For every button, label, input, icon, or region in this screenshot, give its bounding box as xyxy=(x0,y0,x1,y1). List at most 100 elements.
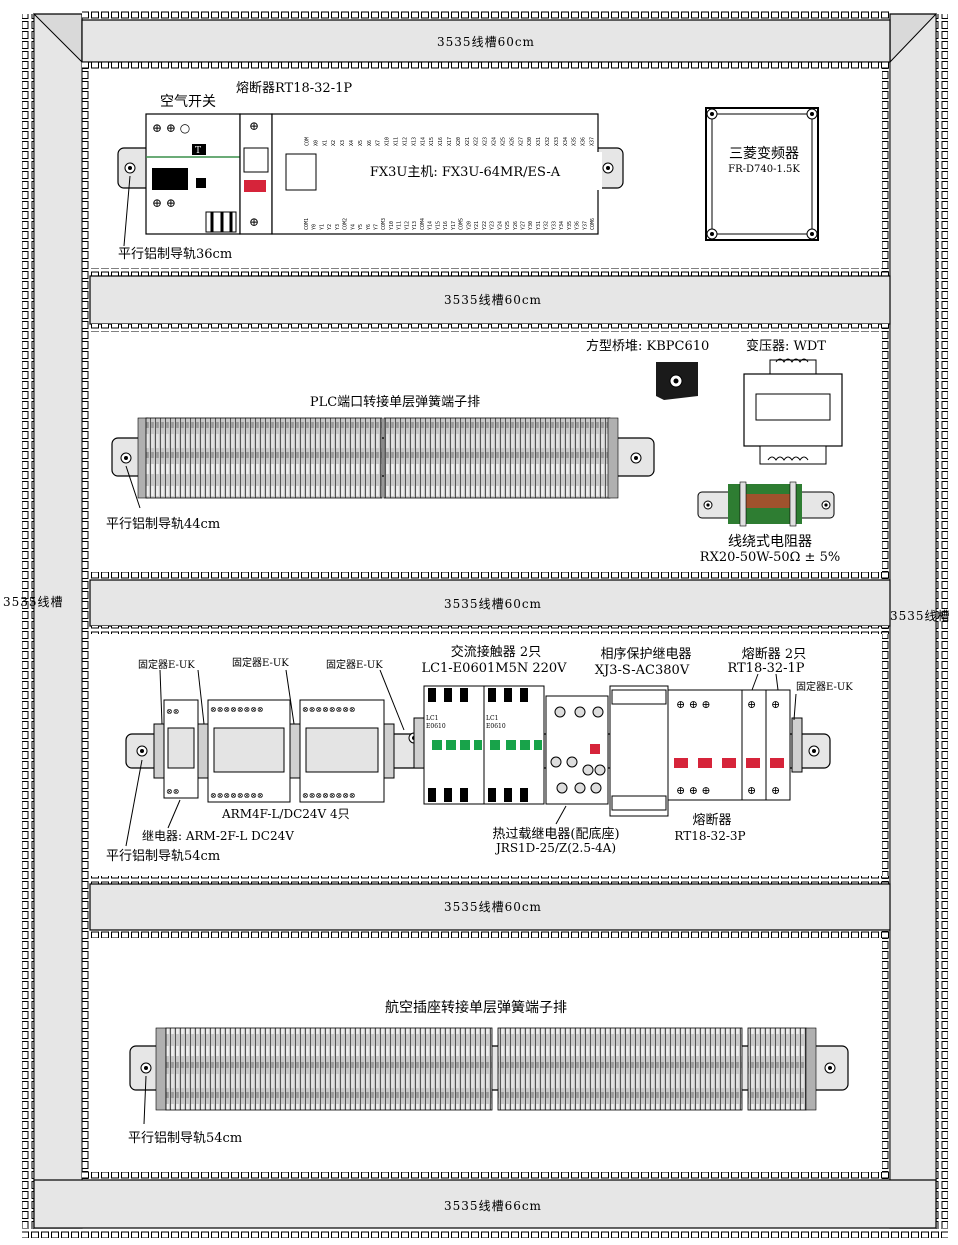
inverter-box xyxy=(705,107,819,241)
plc-terminal-block-label: PLC端口转接单层弹簧端子排 xyxy=(310,394,480,410)
left-duct-label: 3535线槽 xyxy=(3,595,64,609)
fixer-label-2: 固定器E-UK xyxy=(232,656,289,669)
svg-text:⊕: ⊕ xyxy=(771,698,780,711)
plc-terminal-label: Y14 xyxy=(428,221,434,230)
plc-terminal-label: Y10 xyxy=(389,221,395,230)
plc-terminal-label: X25 xyxy=(500,137,506,146)
fuse3-model: RT18-32-3P xyxy=(674,829,745,843)
plc-terminal-label: X21 xyxy=(465,137,471,146)
air-switch: ⊕ ⊕ ○ T ⊕ ⊕ xyxy=(145,113,241,235)
bottom-duct-label: 3535线槽66cm xyxy=(444,1199,542,1213)
second-duct-label: 3535线槽60cm xyxy=(444,293,542,307)
inverter-title: 三菱变频器 xyxy=(729,146,799,162)
plc-terminal-label: X35 xyxy=(572,137,578,146)
svg-text:⊕ ⊕ ⊕: ⊕ ⊕ ⊕ xyxy=(676,698,711,711)
plc-terminal-label: X24 xyxy=(492,137,498,146)
bridge-rectifier xyxy=(656,362,698,400)
plc-terminal-label: X0 xyxy=(313,140,319,146)
plc-terminal-label: X6 xyxy=(367,140,373,146)
plc-terminal-label: X5 xyxy=(358,140,364,146)
fuse3-title: 熔断器 xyxy=(692,813,731,828)
third-wire-duct: 3535线槽60cm xyxy=(89,572,891,634)
svg-text:⊗⊗: ⊗⊗ xyxy=(166,707,179,716)
plc-terminal-label: COM5 xyxy=(459,218,465,230)
svg-text:⊕ ⊕: ⊕ ⊕ xyxy=(152,196,176,210)
plc-terminal-label: X14 xyxy=(420,137,426,146)
plc-terminal-label: X34 xyxy=(563,137,569,146)
row3-rail-label: 平行铝制导轨54cm xyxy=(106,849,220,864)
svg-text:⊕ ⊕ ○: ⊕ ⊕ ○ xyxy=(152,121,190,135)
plc-terminal-label: X27 xyxy=(518,137,524,146)
row1-rail-label: 平行铝制导轨36cm xyxy=(118,247,232,262)
plc-terminal-label: X12 xyxy=(402,137,408,146)
relay4-label: ARM4F-L/DC24V 4只 xyxy=(221,807,350,821)
resistor-name: 线绕式电阻器 xyxy=(728,534,812,550)
phase-relay-title: 相序保护继电器 xyxy=(600,647,691,662)
plc-terminal-label: Y16 xyxy=(443,221,449,230)
aviation-terminal-label: 航空插座转接单层弹簧端子排 xyxy=(385,999,567,1016)
svg-text:⊕: ⊕ xyxy=(747,698,756,711)
plc-terminal-label: COM4 xyxy=(420,218,426,230)
fuse-3p: ⊕ ⊕ ⊕ ⊕ ⊕ ⊕ xyxy=(667,689,743,801)
plc-label: FX3U主机: FX3U-64MR/ES-A xyxy=(370,165,561,180)
relay-4f-group: ⊗⊗⊗⊗⊗⊗⊗⊗ ⊗⊗⊗⊗⊗⊗⊗⊗ ⊗⊗⊗⊗⊗⊗⊗⊗ ⊗⊗⊗⊗⊗⊗⊗⊗ xyxy=(207,699,385,803)
phase-relay-model: XJ3-S-AC380V xyxy=(595,663,690,678)
thermal-relay xyxy=(545,695,609,805)
svg-text:LC1: LC1 xyxy=(486,715,498,722)
plc-terminal-label: Y36 xyxy=(575,221,581,230)
row2-rail-label: 平行铝制导轨44cm xyxy=(106,517,220,532)
right-wire-duct: 3535线槽 xyxy=(882,12,950,1230)
svg-text:⊕: ⊕ xyxy=(249,215,259,229)
thermal-model: JRS1D-25/Z(2.5-4A) xyxy=(494,841,616,855)
plc-terminal-label: X17 xyxy=(447,137,453,146)
fixer-label-1: 固定器E-UK xyxy=(138,658,195,671)
relay-2f: ⊗⊗ ⊗⊗ xyxy=(163,699,199,799)
plc-terminal-label: X15 xyxy=(429,137,435,146)
plc-terminal-label: Y37 xyxy=(582,221,588,230)
plc-terminal-label: Y17 xyxy=(451,221,457,230)
fuse-1p-label: 熔断器RT18-32-1P xyxy=(236,81,352,96)
contactor-2: LC1 E0610 xyxy=(483,685,545,805)
fixer-label-3: 固定器E-UK xyxy=(326,658,383,671)
plc-terminal-label: X33 xyxy=(554,137,560,146)
plc-terminal-label: COM2 xyxy=(343,218,349,230)
plc-terminal-label: X22 xyxy=(474,137,480,146)
plc-terminal-label: Y2 xyxy=(327,224,333,230)
fourth-duct-label: 3535线槽60cm xyxy=(444,900,542,914)
row4-rail-label: 平行铝制导轨54cm xyxy=(128,1131,242,1146)
relay2-label: 继电器: ARM-2F-L DC24V xyxy=(142,829,294,843)
svg-text:E0610: E0610 xyxy=(486,723,506,730)
plc-terminal-label: Y22 xyxy=(482,221,488,230)
plc-terminal-label: Y12 xyxy=(404,221,410,230)
plc-terminal-label: X16 xyxy=(438,137,444,146)
plc-terminal-label: Y13 xyxy=(412,221,418,230)
plc-terminal-label: Y5 xyxy=(358,224,364,230)
plc-terminal-label: Y20 xyxy=(466,221,472,230)
plc-terminal-label: COM3 xyxy=(381,218,387,230)
plc-terminal-label: X36 xyxy=(581,137,587,146)
inverter-model: FR-D740-1.5K xyxy=(728,164,800,175)
plc-terminal-label: Y23 xyxy=(490,221,496,230)
plc-terminal-label: X11 xyxy=(394,137,400,146)
plc-terminal-label: Y21 xyxy=(474,221,480,230)
plc-terminal-label: Y15 xyxy=(435,221,441,230)
svg-text:⊕: ⊕ xyxy=(747,784,756,797)
bottom-wire-duct: 3535线槽66cm xyxy=(22,1172,948,1238)
plc-terminal-label: Y24 xyxy=(497,221,503,230)
plc-terminal-label: Y0 xyxy=(312,224,318,230)
plc-terminal-label: X1 xyxy=(322,140,328,146)
svg-text:LC1: LC1 xyxy=(426,715,438,722)
bridge-label: 方型桥堆: KBPC610 xyxy=(586,338,709,354)
svg-text:⊗⊗: ⊗⊗ xyxy=(166,787,179,796)
plc-terminal-label: Y6 xyxy=(366,224,372,230)
plc-terminal-label: X13 xyxy=(411,137,417,146)
plc-terminal-label: X4 xyxy=(349,140,355,146)
plc-terminal-label: COM xyxy=(304,137,310,146)
plc-terminal-label: X2 xyxy=(331,140,337,146)
air-switch-label: 空气开关 xyxy=(160,94,216,110)
svg-text:⊕ ⊕ ⊕: ⊕ ⊕ ⊕ xyxy=(676,784,711,797)
svg-text:⊗⊗⊗⊗⊗⊗⊗⊗: ⊗⊗⊗⊗⊗⊗⊗⊗ xyxy=(210,705,264,714)
